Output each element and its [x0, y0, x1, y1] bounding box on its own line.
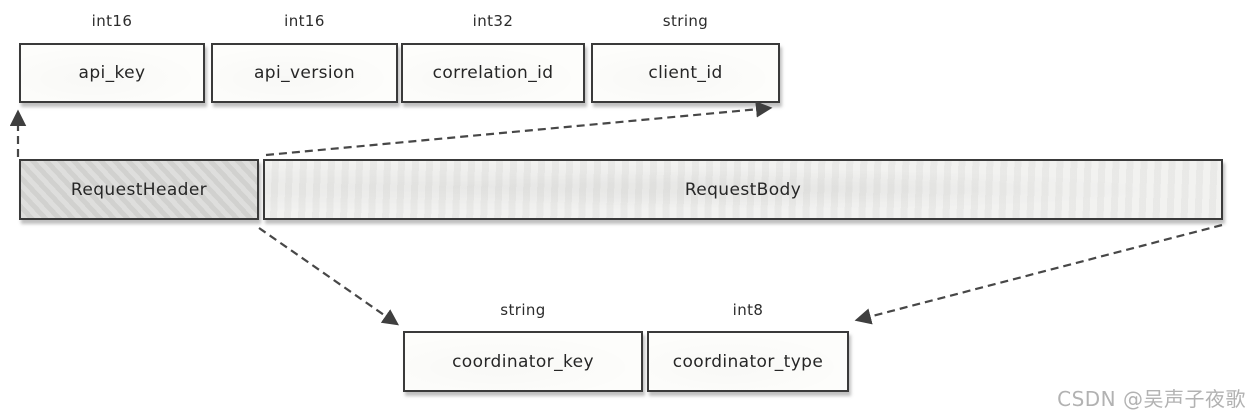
- type-label-correlation-id: int32: [472, 12, 514, 30]
- field-box-api-version: api_version: [211, 43, 398, 103]
- csdn-watermark: CSDN @吴声子夜歌: [1057, 387, 1246, 411]
- arrow-header-to-clientid-icon: [265, 101, 773, 157]
- type-label-coordinator-type: int8: [732, 301, 764, 319]
- field-box-api-key: api_key: [19, 43, 205, 103]
- type-label-coordinator-key: string: [500, 301, 546, 319]
- field-box-correlation-id: correlation_id: [401, 43, 585, 103]
- arrow-body-to-coordtype-icon: [854, 223, 1223, 325]
- type-label-api-version: int16: [284, 12, 325, 30]
- type-label-client-id: string: [662, 12, 709, 30]
- request-body-box: RequestBody: [263, 159, 1223, 220]
- arrow-body-to-coordkey-icon: [258, 227, 400, 326]
- field-box-coordinator-key: coordinator_key: [403, 331, 643, 392]
- field-box-client-id: client_id: [591, 43, 780, 103]
- type-label-api-key: int16: [91, 12, 133, 30]
- request-header-box: RequestHeader: [19, 159, 259, 220]
- field-box-coordinator-type: coordinator_type: [647, 331, 849, 392]
